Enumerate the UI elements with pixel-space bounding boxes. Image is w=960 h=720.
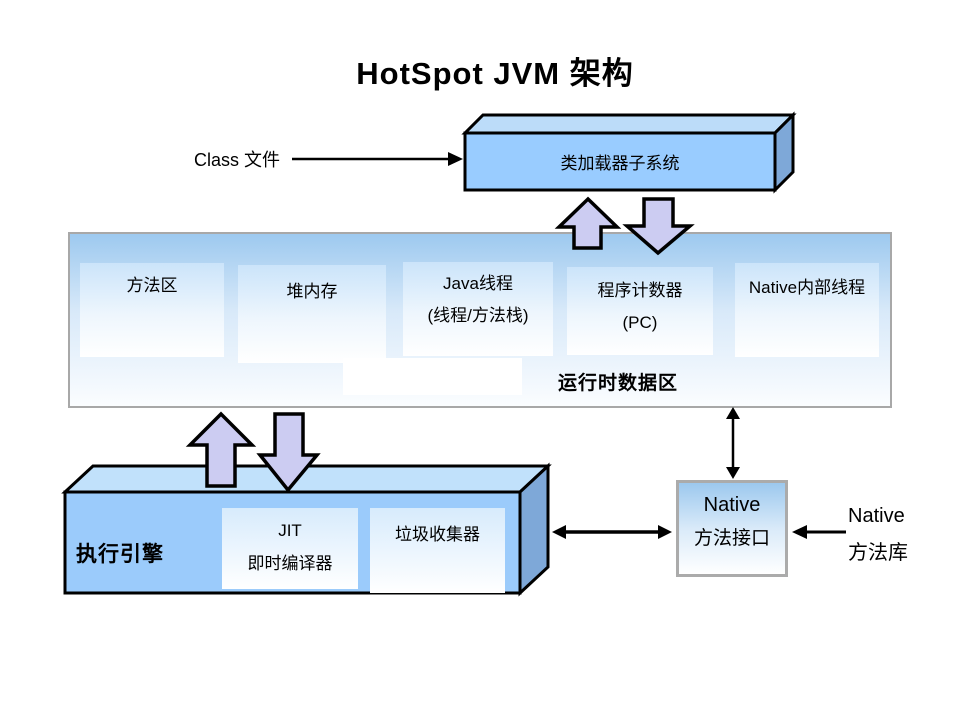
native-library-label-line2: 方法库 [848, 542, 908, 564]
class-file-arrow-head [448, 152, 463, 166]
runtime-data-area-label: 运行时数据区 [558, 373, 679, 394]
method-area-box: 方法区 [80, 263, 224, 357]
heap-memory-box: 堆内存 [238, 265, 386, 363]
execution-engine-side-face [518, 462, 550, 597]
heap-memory-label: 堆内存 [286, 282, 338, 301]
java-thread-box: Java线程 (线程/方法栈) [403, 262, 553, 356]
engine-native-arrow-head-left [552, 525, 566, 539]
jit-label-line2: 即时编译器 [247, 554, 333, 573]
java-thread-label-line2: (线程/方法栈) [427, 306, 529, 325]
class-loader-top-face [461, 113, 797, 135]
execution-engine-top-face [61, 464, 552, 494]
runtime-native-arrow-head-up [726, 407, 740, 419]
library-native-arrow-head [792, 525, 807, 539]
jit-compiler-box: JIT 即时编译器 [222, 508, 358, 589]
program-counter-label-line1: 程序计数器 [597, 281, 683, 300]
engine-native-arrow-head-right [658, 525, 672, 539]
program-counter-label-line2: (PC) [622, 313, 658, 332]
blank-white-box [343, 358, 522, 395]
up-block-arrow-bottom [185, 411, 257, 488]
garbage-collector-box: 垃圾收集器 [370, 508, 505, 593]
library-native-arrow [792, 525, 846, 539]
native-interface-label-line2: 方法接口 [693, 528, 770, 549]
class-loader-label: 类加载器子系统 [560, 154, 680, 173]
class-file-label: Class 文件 [194, 150, 281, 170]
class-file-arrow [292, 152, 463, 166]
execution-engine-label: 执行引擎 [76, 543, 164, 566]
native-interface-label-line1: Native [703, 494, 761, 516]
class-loader-side-face [773, 111, 795, 194]
program-counter-box: 程序计数器 (PC) [567, 267, 713, 355]
method-area-label: 方法区 [126, 276, 178, 295]
runtime-native-double-arrow [726, 407, 740, 479]
garbage-collector-label: 垃圾收集器 [395, 525, 480, 544]
native-method-library-label: Native 方法库 [848, 498, 908, 572]
native-internal-thread-label: Native内部线程 [748, 278, 866, 297]
down-block-arrow-bottom [256, 412, 321, 493]
java-thread-label-line1: Java线程 [443, 274, 513, 293]
engine-native-double-arrow [552, 525, 672, 539]
runtime-native-arrow-head-down [726, 467, 740, 479]
native-method-interface-box: Native 方法接口 [676, 480, 788, 577]
native-library-label-line1: Native [848, 505, 905, 527]
jit-label-line1: JIT [278, 521, 302, 540]
diagram-title: HotSpot JVM 架构 [356, 56, 634, 91]
native-internal-thread-box: Native内部线程 [735, 263, 879, 357]
